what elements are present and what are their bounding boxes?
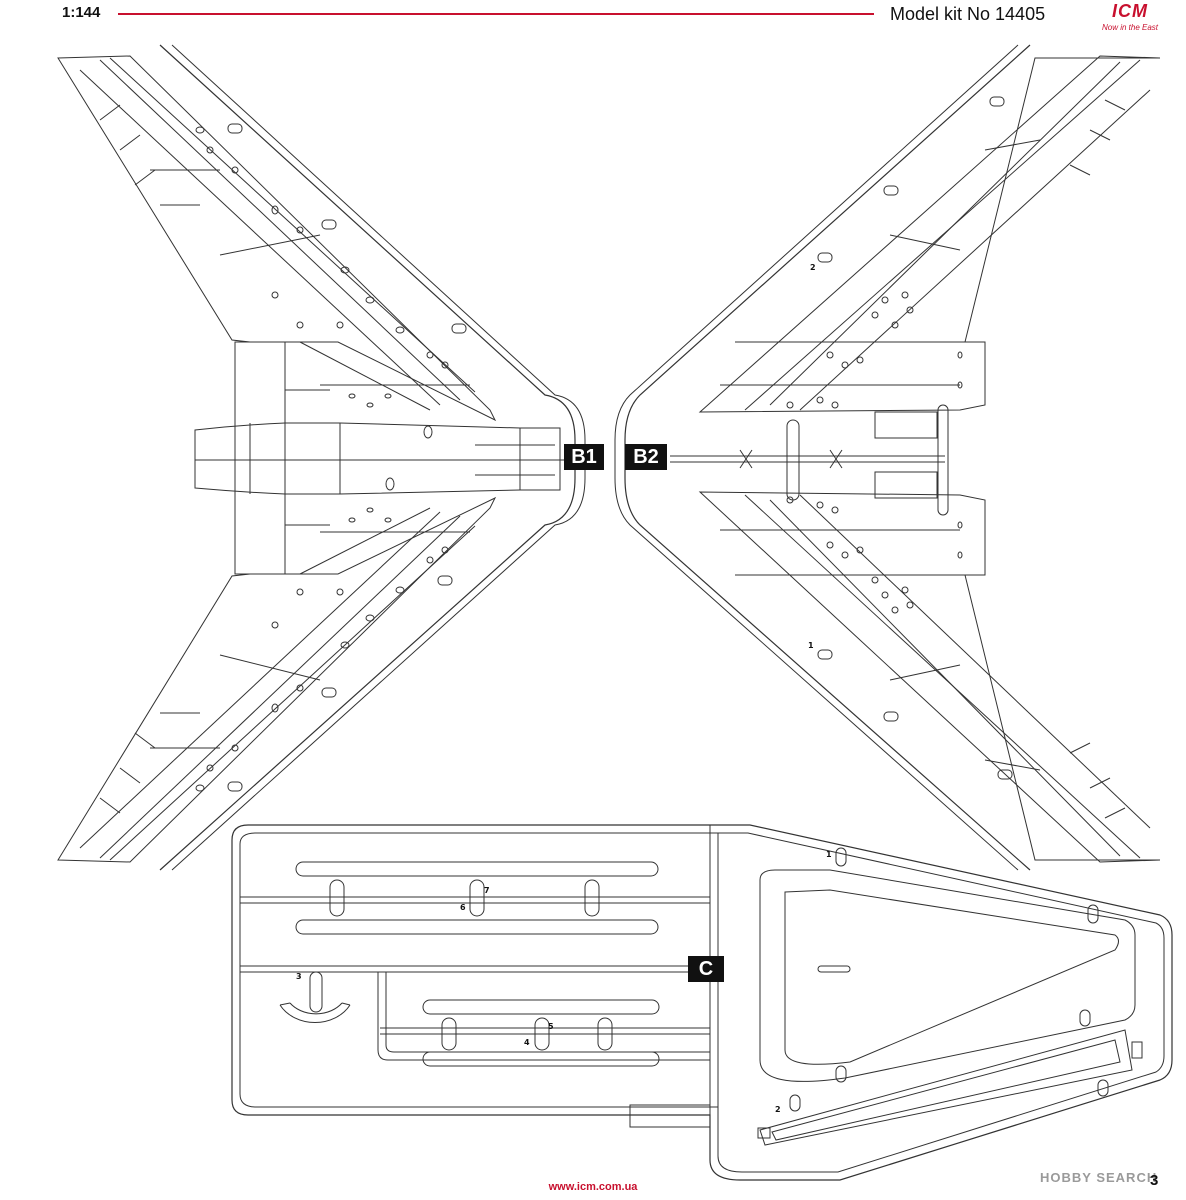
sprue-c-parts <box>279 847 1143 1146</box>
kit-title: Model kit No 14405 <box>890 4 1046 24</box>
brand-name: ICM <box>1112 1 1148 21</box>
sprue-tag-b2: B2 <box>625 444 667 470</box>
brand-tagline: Now in the East <box>1101 23 1159 32</box>
b1-lower-wing <box>57 496 497 863</box>
part-number-c-1: 1 <box>826 850 832 859</box>
sprue-tag-c: C <box>688 956 724 982</box>
part-number-labels: 2 1 1 7 6 3 5 4 2 <box>296 263 832 1114</box>
b2-upper-wing <box>698 55 1161 413</box>
part-number-c-5: 5 <box>548 1022 554 1031</box>
header-rule <box>118 13 874 15</box>
part-number-b2-1: 1 <box>808 641 814 650</box>
b1-fuselage <box>194 393 561 523</box>
b2-sprue-frame <box>624 44 1031 871</box>
part-number-c-6: 6 <box>460 903 466 912</box>
b2-runners <box>670 404 949 516</box>
sprue-tag-b1: B1 <box>564 444 604 470</box>
b1-upper-wing <box>57 55 497 575</box>
sprue-c-frame <box>231 824 1173 1181</box>
b2-lower-wing <box>698 491 1161 863</box>
scale-label: 1:144 <box>62 4 101 21</box>
brand-logo: ICM Now in the East <box>1092 1 1168 37</box>
part-number-c-4: 4 <box>524 1038 530 1047</box>
part-number-b2-2: 2 <box>810 263 816 272</box>
part-number-c-2: 2 <box>775 1105 781 1114</box>
b1-sprue-frame <box>159 44 576 871</box>
part-number-c-7: 7 <box>484 886 490 895</box>
page-number: 3 <box>1150 1172 1159 1189</box>
watermark: HOBBY SEARCH <box>1040 1170 1158 1185</box>
part-number-c-3: 3 <box>296 972 302 981</box>
footer-url: www.icm.com.ua <box>548 1181 638 1193</box>
